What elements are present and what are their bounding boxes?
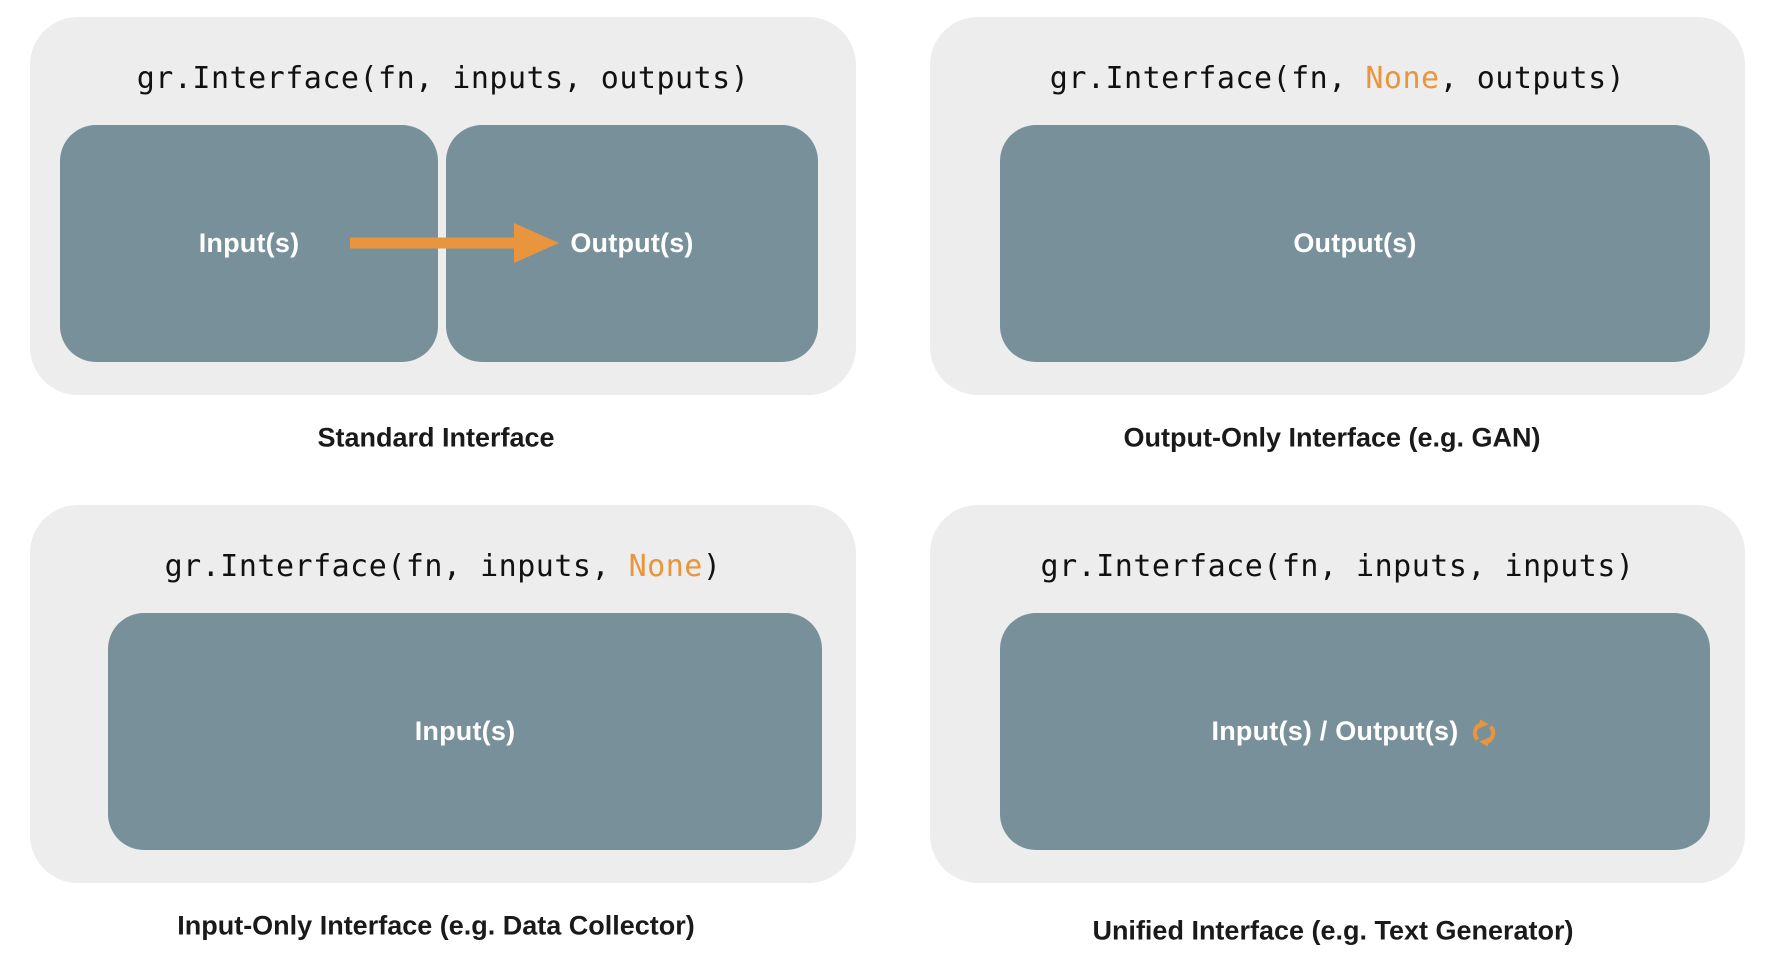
code-text: )	[702, 549, 722, 584]
inputs-box: Input(s)	[108, 613, 822, 850]
panel-output-only-interface: gr.Interface(fn, None, outputs) Output(s…	[930, 17, 1745, 395]
code-none-highlight: None	[628, 549, 703, 584]
caption-input-only-interface: Input-Only Interface (e.g. Data Collecto…	[177, 910, 695, 941]
input-output-box: Input(s) / Output(s)	[1000, 613, 1710, 850]
input-output-label-row: Input(s) / Output(s)	[1212, 716, 1499, 747]
code-line-standard: gr.Interface(fn, inputs, outputs)	[137, 62, 750, 96]
outputs-box: Output(s)	[1000, 125, 1710, 362]
arrow-right-icon	[350, 223, 559, 263]
inputs-box-label: Input(s)	[198, 228, 300, 258]
caption-unified-interface: Unified Interface (e.g. Text Generator)	[1092, 915, 1574, 946]
caption-output-only-interface: Output-Only Interface (e.g. GAN)	[1123, 422, 1541, 453]
code-text: gr.Interface(fn, inputs, outputs)	[136, 61, 750, 96]
outputs-box-label: Output(s)	[570, 228, 694, 258]
panel-input-only-interface: gr.Interface(fn, inputs, None) Input(s)	[30, 505, 856, 883]
outputs-box-label: Output(s)	[1293, 228, 1417, 258]
code-text: gr.Interface(fn, inputs, inputs)	[1040, 549, 1635, 584]
input-output-box-label: Input(s) / Output(s)	[1211, 716, 1459, 746]
sync-icon	[1473, 718, 1496, 747]
code-text: gr.Interface(fn, inputs,	[164, 549, 629, 584]
code-line-unified: gr.Interface(fn, inputs, inputs)	[1041, 550, 1635, 584]
code-line-input-only: gr.Interface(fn, inputs, None)	[165, 550, 722, 584]
code-line-output-only: gr.Interface(fn, None, outputs)	[1050, 62, 1625, 96]
caption-standard-interface: Standard Interface	[317, 422, 555, 453]
inputs-box-label: Input(s)	[414, 716, 516, 746]
panel-standard-interface: gr.Interface(fn, inputs, outputs) Input(…	[30, 17, 856, 395]
code-text: , outputs)	[1439, 61, 1626, 96]
code-text: gr.Interface(fn,	[1049, 61, 1366, 96]
code-none-highlight: None	[1365, 61, 1440, 96]
panel-unified-interface: gr.Interface(fn, inputs, inputs) Input(s…	[930, 505, 1745, 883]
